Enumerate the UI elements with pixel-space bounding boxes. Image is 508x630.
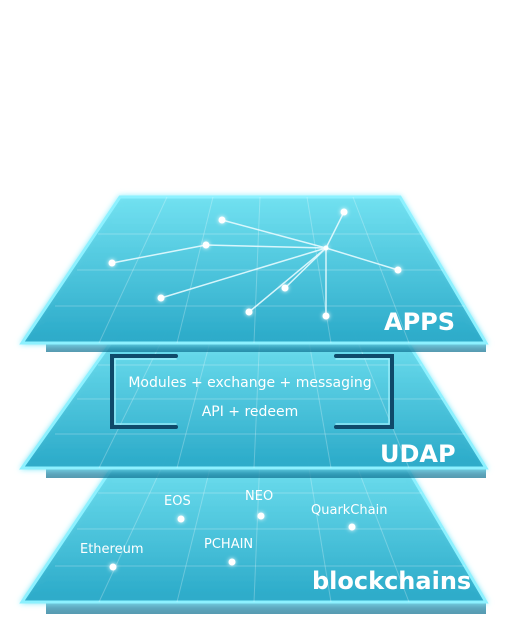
blockchain-node-quarkchain: QuarkChain bbox=[311, 503, 387, 531]
node-dot-quarkchain bbox=[348, 523, 356, 531]
app-node bbox=[245, 308, 253, 316]
node-dot-ethereum bbox=[109, 563, 117, 571]
blockchain-node-pchain: PCHAIN bbox=[204, 537, 253, 566]
node-label-eos: EOS bbox=[164, 494, 191, 509]
app-node bbox=[108, 259, 116, 267]
apps-plate-side bbox=[46, 343, 486, 352]
apps-layer: APPS bbox=[19, 18, 489, 352]
app-node bbox=[157, 294, 165, 302]
blockchains-plate-side bbox=[46, 602, 486, 614]
udap-grid bbox=[55, 329, 465, 469]
blockchains-layer: blockchains EOS NEO QuarkChain Ethereum … bbox=[19, 454, 489, 614]
udap-bracket-left bbox=[110, 354, 178, 429]
apps-title: APPS bbox=[384, 308, 455, 336]
udap-layer: Modules + exchange + messaging API + red… bbox=[19, 328, 489, 478]
blockchains-title: blockchains bbox=[312, 567, 471, 595]
udap-modules-text: Modules + exchange + messaging bbox=[128, 375, 371, 391]
app-node bbox=[218, 216, 226, 224]
node-dot-pchain bbox=[228, 558, 236, 566]
node-label-pchain: PCHAIN bbox=[204, 537, 253, 552]
node-dot-eos bbox=[177, 515, 185, 523]
node-label-ethereum: Ethereum bbox=[80, 542, 144, 557]
apps-grid bbox=[55, 196, 465, 344]
app-node bbox=[322, 312, 330, 320]
node-label-quarkchain: QuarkChain bbox=[311, 503, 387, 518]
app-node bbox=[340, 208, 348, 216]
node-label-neo: NEO bbox=[245, 489, 273, 504]
udap-title: UDAP bbox=[380, 440, 456, 468]
apps-beams bbox=[111, 18, 399, 316]
app-node bbox=[202, 241, 210, 249]
blockchain-node-neo: NEO bbox=[245, 489, 273, 520]
udap-brackets bbox=[110, 354, 394, 429]
node-dot-neo bbox=[257, 512, 265, 520]
blockchain-node-ethereum: Ethereum bbox=[80, 542, 144, 571]
udap-api-text: API + redeem bbox=[202, 404, 299, 420]
apps-network-links bbox=[111, 211, 399, 316]
app-hub-node bbox=[323, 245, 329, 251]
app-node bbox=[281, 284, 289, 292]
udap-bracket-right bbox=[334, 354, 394, 429]
app-node bbox=[394, 266, 402, 274]
blockchain-node-eos: EOS bbox=[164, 494, 191, 523]
udap-plate-side bbox=[46, 468, 486, 478]
blockchains-grid bbox=[55, 455, 465, 603]
apps-nodes bbox=[108, 208, 402, 320]
